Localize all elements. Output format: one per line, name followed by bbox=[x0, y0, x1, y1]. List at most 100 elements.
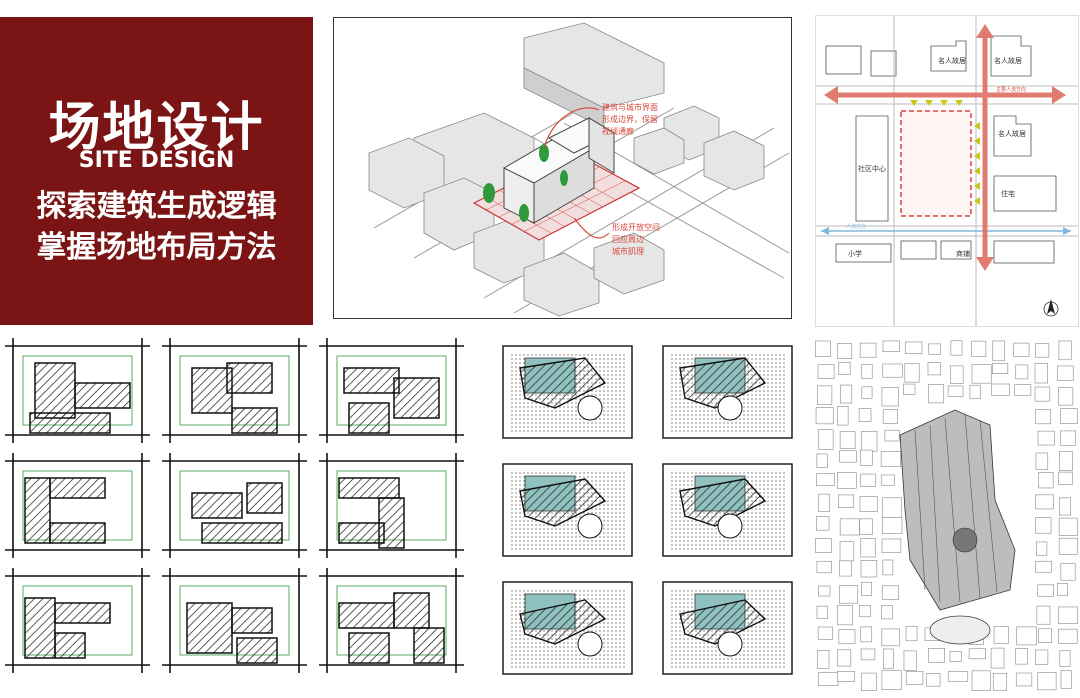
urban-block bbox=[815, 538, 832, 553]
urban-block bbox=[992, 672, 1007, 691]
sketch-cell bbox=[5, 338, 150, 443]
mass-block bbox=[246, 482, 283, 514]
label-shops: 商铺 bbox=[956, 249, 970, 258]
urban-block bbox=[815, 340, 831, 357]
urban-block bbox=[905, 625, 918, 642]
urban-block bbox=[1058, 628, 1078, 644]
tree-icon bbox=[717, 513, 743, 539]
tree-icon bbox=[717, 631, 743, 657]
urban-block bbox=[1034, 363, 1048, 384]
building-plan bbox=[519, 478, 607, 527]
urban-block bbox=[928, 343, 941, 355]
urban-block bbox=[880, 474, 895, 486]
annotation-text: 建筑与城市界面 bbox=[602, 102, 658, 112]
urban-block bbox=[816, 605, 828, 619]
urban-block bbox=[1036, 541, 1048, 556]
main-flow-arrow bbox=[824, 24, 1066, 271]
urban-blocks bbox=[815, 340, 1078, 691]
plan-grid-svg bbox=[502, 345, 793, 675]
label-celebrity-home: 名人故居 bbox=[938, 56, 966, 65]
mass-block bbox=[54, 602, 111, 624]
urban-block bbox=[1015, 672, 1033, 687]
mass-block bbox=[348, 632, 390, 664]
annotation-text: 形成边界，保留 bbox=[602, 114, 658, 124]
mass-block bbox=[201, 522, 283, 544]
axonometric-drawing: 建筑与城市界面 形成边界，保留 视线通廊 形成开放空间 回应周边 城市肌理 bbox=[333, 17, 792, 319]
annotation-text: 回应周边 bbox=[612, 234, 644, 244]
celebrity-home-block bbox=[930, 40, 967, 72]
urban-block bbox=[1058, 340, 1072, 361]
urban-block bbox=[881, 585, 899, 600]
urban-block bbox=[1038, 628, 1052, 643]
label-flow: 人流方向 bbox=[846, 223, 866, 230]
urban-block bbox=[1015, 648, 1029, 665]
urban-block bbox=[860, 538, 876, 558]
tree-icon bbox=[577, 395, 603, 421]
urban-block bbox=[818, 585, 831, 597]
urban-block bbox=[1058, 471, 1073, 485]
urban-block bbox=[925, 673, 941, 687]
mass-block bbox=[338, 602, 395, 629]
label-celebrity-home: 名人故居 bbox=[994, 56, 1022, 65]
mass-block bbox=[348, 402, 390, 434]
mass-block bbox=[393, 592, 430, 629]
project-massing bbox=[899, 409, 1016, 645]
block-building bbox=[523, 252, 600, 317]
tree-icon bbox=[577, 513, 603, 539]
urban-block bbox=[905, 671, 924, 685]
sketch-cell bbox=[319, 568, 464, 673]
urban-block bbox=[882, 517, 903, 534]
urban-block bbox=[1035, 343, 1050, 358]
urban-block bbox=[1037, 672, 1057, 691]
urban-block bbox=[861, 431, 878, 452]
urban-block bbox=[817, 626, 834, 640]
urban-block bbox=[1035, 560, 1052, 573]
plan-cell bbox=[502, 463, 633, 557]
urban-block bbox=[837, 671, 855, 682]
mass-block bbox=[231, 407, 278, 434]
urban-block bbox=[839, 518, 860, 536]
urban-block bbox=[860, 626, 873, 643]
label-celebrity-home: 名人故居 bbox=[998, 129, 1026, 138]
urban-block bbox=[815, 407, 834, 425]
urban-block bbox=[882, 363, 903, 378]
urban-block bbox=[1014, 384, 1032, 396]
mass-block bbox=[393, 377, 440, 419]
urban-block bbox=[903, 650, 917, 671]
sketch-cell bbox=[319, 453, 464, 558]
urban-block bbox=[1034, 386, 1051, 402]
urban-block bbox=[991, 383, 1010, 396]
sketch-cell bbox=[319, 338, 464, 443]
north-arrow-icon bbox=[1043, 299, 1059, 317]
building-plan bbox=[679, 478, 767, 527]
urban-block bbox=[968, 648, 986, 660]
sketch-grid-svg bbox=[5, 338, 464, 673]
block-building bbox=[703, 130, 765, 191]
urban-block bbox=[880, 451, 902, 468]
mass-block bbox=[338, 522, 385, 544]
urban-block bbox=[883, 648, 894, 670]
mass-block bbox=[34, 362, 76, 419]
annotation-text: 城市肌理 bbox=[612, 246, 644, 256]
mass-block bbox=[338, 477, 400, 499]
urban-block bbox=[1013, 342, 1030, 357]
urban-block bbox=[881, 538, 902, 553]
urban-block bbox=[947, 385, 964, 397]
urban-block bbox=[881, 387, 899, 407]
urban-block bbox=[881, 628, 900, 647]
urban-block bbox=[860, 648, 876, 661]
block-building bbox=[593, 232, 665, 295]
celebrity-home-block bbox=[993, 115, 1032, 157]
urban-block bbox=[881, 605, 893, 620]
urban-block bbox=[1016, 626, 1037, 646]
urban-block bbox=[991, 363, 1009, 374]
label-community-center: 社区中心 bbox=[858, 164, 886, 173]
urban-block bbox=[993, 626, 1009, 644]
urban-block bbox=[990, 647, 1005, 669]
sketch-cell bbox=[5, 453, 150, 558]
tree-icon bbox=[717, 395, 743, 421]
massing-sketch-grid bbox=[0, 333, 470, 698]
figure-ground-svg bbox=[815, 340, 1078, 691]
urban-block bbox=[818, 672, 839, 686]
urban-block bbox=[882, 497, 902, 518]
